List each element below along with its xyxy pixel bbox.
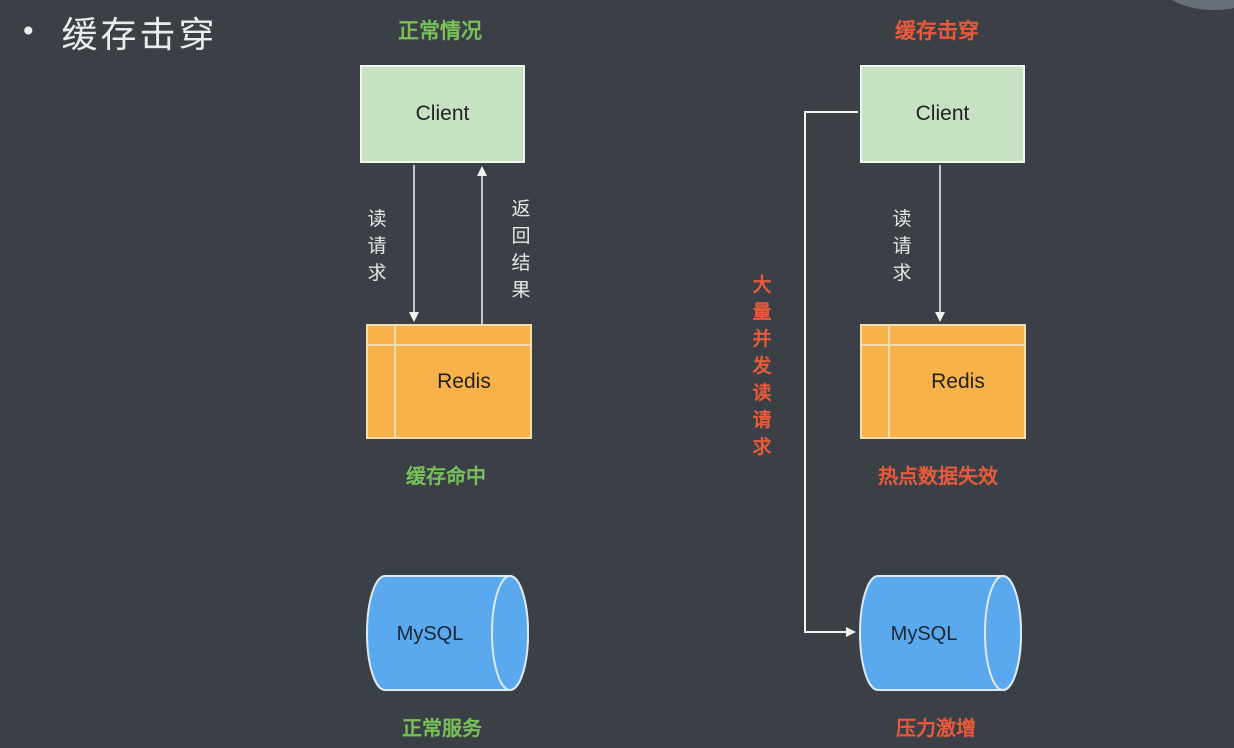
right-mysql-cylinder: MySQL xyxy=(859,575,1022,691)
left-mysql-label: MySQL xyxy=(397,623,464,645)
corner-decoration xyxy=(1154,0,1234,10)
left-client-label: Client xyxy=(415,102,470,125)
left-client-box: Client xyxy=(360,65,525,163)
hot-data-expired-caption: 热点数据失效 xyxy=(878,464,998,488)
right-redis-label: Redis xyxy=(931,369,985,393)
title-bullet: • xyxy=(20,15,40,48)
left-redis-box: Redis xyxy=(366,324,532,439)
left-heading: 正常情况 xyxy=(398,19,482,43)
left-return-result-label: 返回结果 xyxy=(511,198,531,301)
right-heading: 缓存击穿 xyxy=(895,19,979,43)
right-client-box: Client xyxy=(860,65,1025,163)
pressure-surge-caption: 压力激增 xyxy=(896,716,976,740)
right-read-request-label: 读请求 xyxy=(892,208,912,284)
cache-hit-caption: 缓存命中 xyxy=(406,464,486,488)
left-mysql-cylinder: MySQL xyxy=(366,575,529,691)
title-text: 缓存击穿 xyxy=(61,15,218,56)
left-read-request-label: 读请求 xyxy=(367,208,387,284)
right-mysql-label: MySQL xyxy=(891,623,958,645)
concurrent-bypass-arrow xyxy=(804,111,858,637)
right-redis-box: Redis xyxy=(860,324,1026,439)
normal-service-caption: 正常服务 xyxy=(402,716,482,740)
right-client-label: Client xyxy=(915,102,970,125)
slide-title: • 缓存击穿 xyxy=(20,6,218,58)
left-redis-label: Redis xyxy=(437,369,491,393)
concurrent-reads-label: 大量并发读请求 xyxy=(752,274,772,458)
